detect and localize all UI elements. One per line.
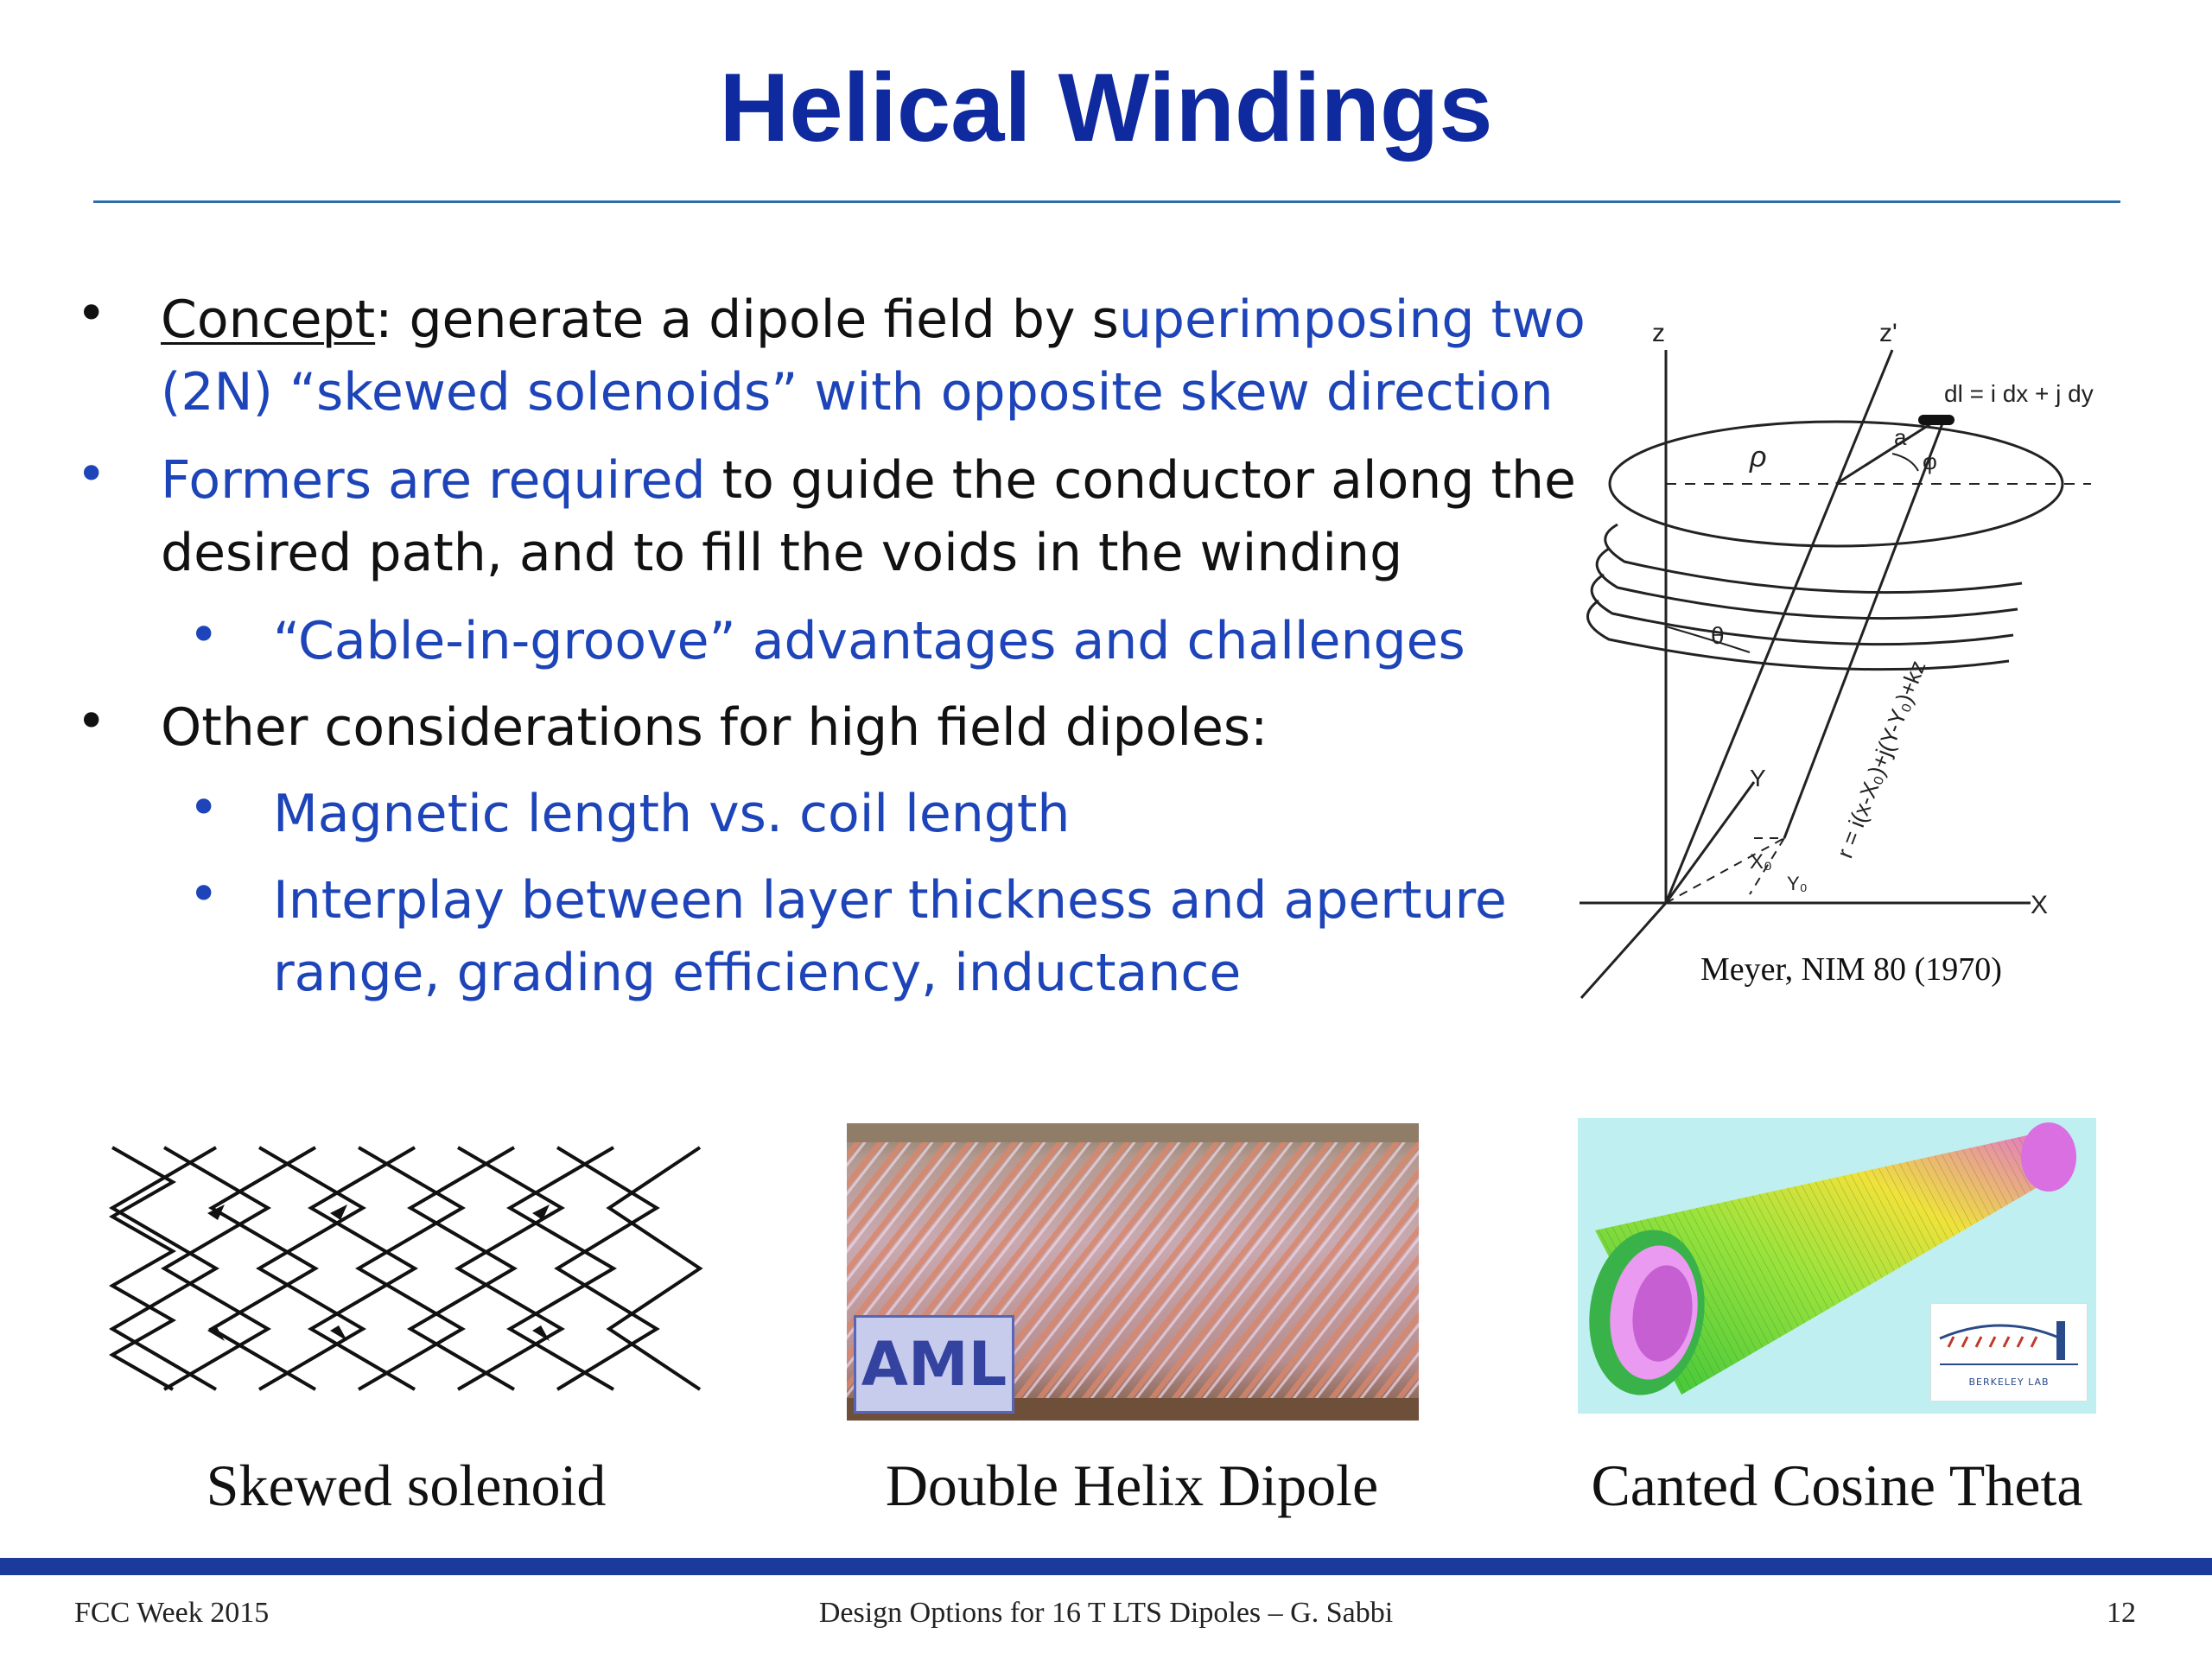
label-z-prime: z' bbox=[1879, 319, 1897, 347]
canted-cosine-theta-render: BERKELEY LAB bbox=[1578, 1118, 2096, 1414]
title-divider bbox=[93, 200, 2120, 203]
label-rho: ρ bbox=[1749, 441, 1766, 474]
berkeley-lab-logo-text: BERKELEY LAB bbox=[1968, 1376, 2050, 1388]
bullet-2-line-1: Formers are required to guide the conduc… bbox=[161, 444, 1576, 517]
slide-title: Helical Windings bbox=[719, 54, 1493, 162]
bullet-list: • Concept: generate a dipole field by su… bbox=[0, 0, 1586, 1037]
concept-label: Concept bbox=[161, 289, 376, 350]
footer-event: FCC Week 2015 bbox=[74, 1597, 270, 1629]
berkeley-lab-logo: BERKELEY LAB bbox=[1930, 1303, 2088, 1402]
label-a: a bbox=[1894, 424, 1907, 450]
formers-highlight: Formers are required bbox=[161, 450, 706, 511]
aml-logo: AML bbox=[854, 1315, 1014, 1414]
sub-bullet-magnetic-length: Magnetic length vs. coil length bbox=[273, 784, 1071, 844]
label-x0: X₀ bbox=[1750, 850, 1772, 874]
bullet-marker: • bbox=[76, 283, 107, 344]
bullet-1-line-1: Concept: generate a dipole field by supe… bbox=[161, 283, 1586, 356]
label-theta: θ bbox=[1711, 622, 1725, 649]
sub-bullet-interplay-line-2: range, grading efficiency, inductance bbox=[273, 943, 1242, 1003]
label-r-vector: r = i(x-X₀)+j(Y-Y₀)+kz bbox=[1832, 657, 1931, 861]
figure-citation: Meyer, NIM 80 (1970) bbox=[1700, 951, 2002, 988]
double-helix-dipole-photo: AML bbox=[847, 1123, 1419, 1421]
bullet-marker: • bbox=[188, 778, 219, 838]
footer-title: Design Options for 16 T LTS Dipoles – G.… bbox=[818, 1597, 1394, 1629]
bullet-marker: • bbox=[188, 605, 219, 665]
label-y: Y bbox=[1750, 765, 1766, 791]
caption-double-helix-dipole: Double Helix Dipole bbox=[885, 1452, 1379, 1518]
sub-bullet-cable-in-groove: “Cable-in-groove” advantages and challen… bbox=[273, 611, 1465, 671]
caption-skewed-solenoid: Skewed solenoid bbox=[206, 1452, 607, 1518]
helical-winding-diagram: z z' dl = i dx + j dy a φ ρ θ Y X X₀ Y₀ … bbox=[1580, 319, 2094, 999]
footer-bar bbox=[0, 1558, 2212, 1575]
label-x: X bbox=[2031, 891, 2048, 919]
bullet-marker: • bbox=[188, 864, 219, 925]
concept-text: : generate a dipole field by s bbox=[375, 289, 1119, 350]
bullet-marker: • bbox=[76, 444, 107, 505]
bullet-3: Other considerations for high field dipo… bbox=[161, 697, 1268, 758]
concept-highlight: uperimposing two bbox=[1118, 289, 1586, 350]
bullet-marker: • bbox=[76, 691, 107, 752]
skewed-solenoid-image bbox=[104, 1130, 709, 1415]
bullet-2-line-2: desired path, and to fill the voids in t… bbox=[161, 523, 1403, 583]
caption-canted-cosine-theta: Canted Cosine Theta bbox=[1591, 1452, 2083, 1518]
formers-text: to guide the conductor along the bbox=[705, 450, 1576, 511]
label-z: z bbox=[1652, 319, 1665, 347]
bullet-1-line-2: (2N) “skewed solenoids” with opposite sk… bbox=[161, 362, 1554, 423]
label-phi: φ bbox=[1923, 448, 1937, 474]
sub-bullet-interplay-line-1: Interplay between layer thickness and ap… bbox=[273, 870, 1507, 931]
label-dl: dl = i dx + j dy bbox=[1944, 380, 2094, 407]
page-number: 12 bbox=[2107, 1597, 2136, 1629]
conductor-element bbox=[1918, 415, 1955, 425]
label-y0: Y₀ bbox=[1787, 873, 1808, 894]
